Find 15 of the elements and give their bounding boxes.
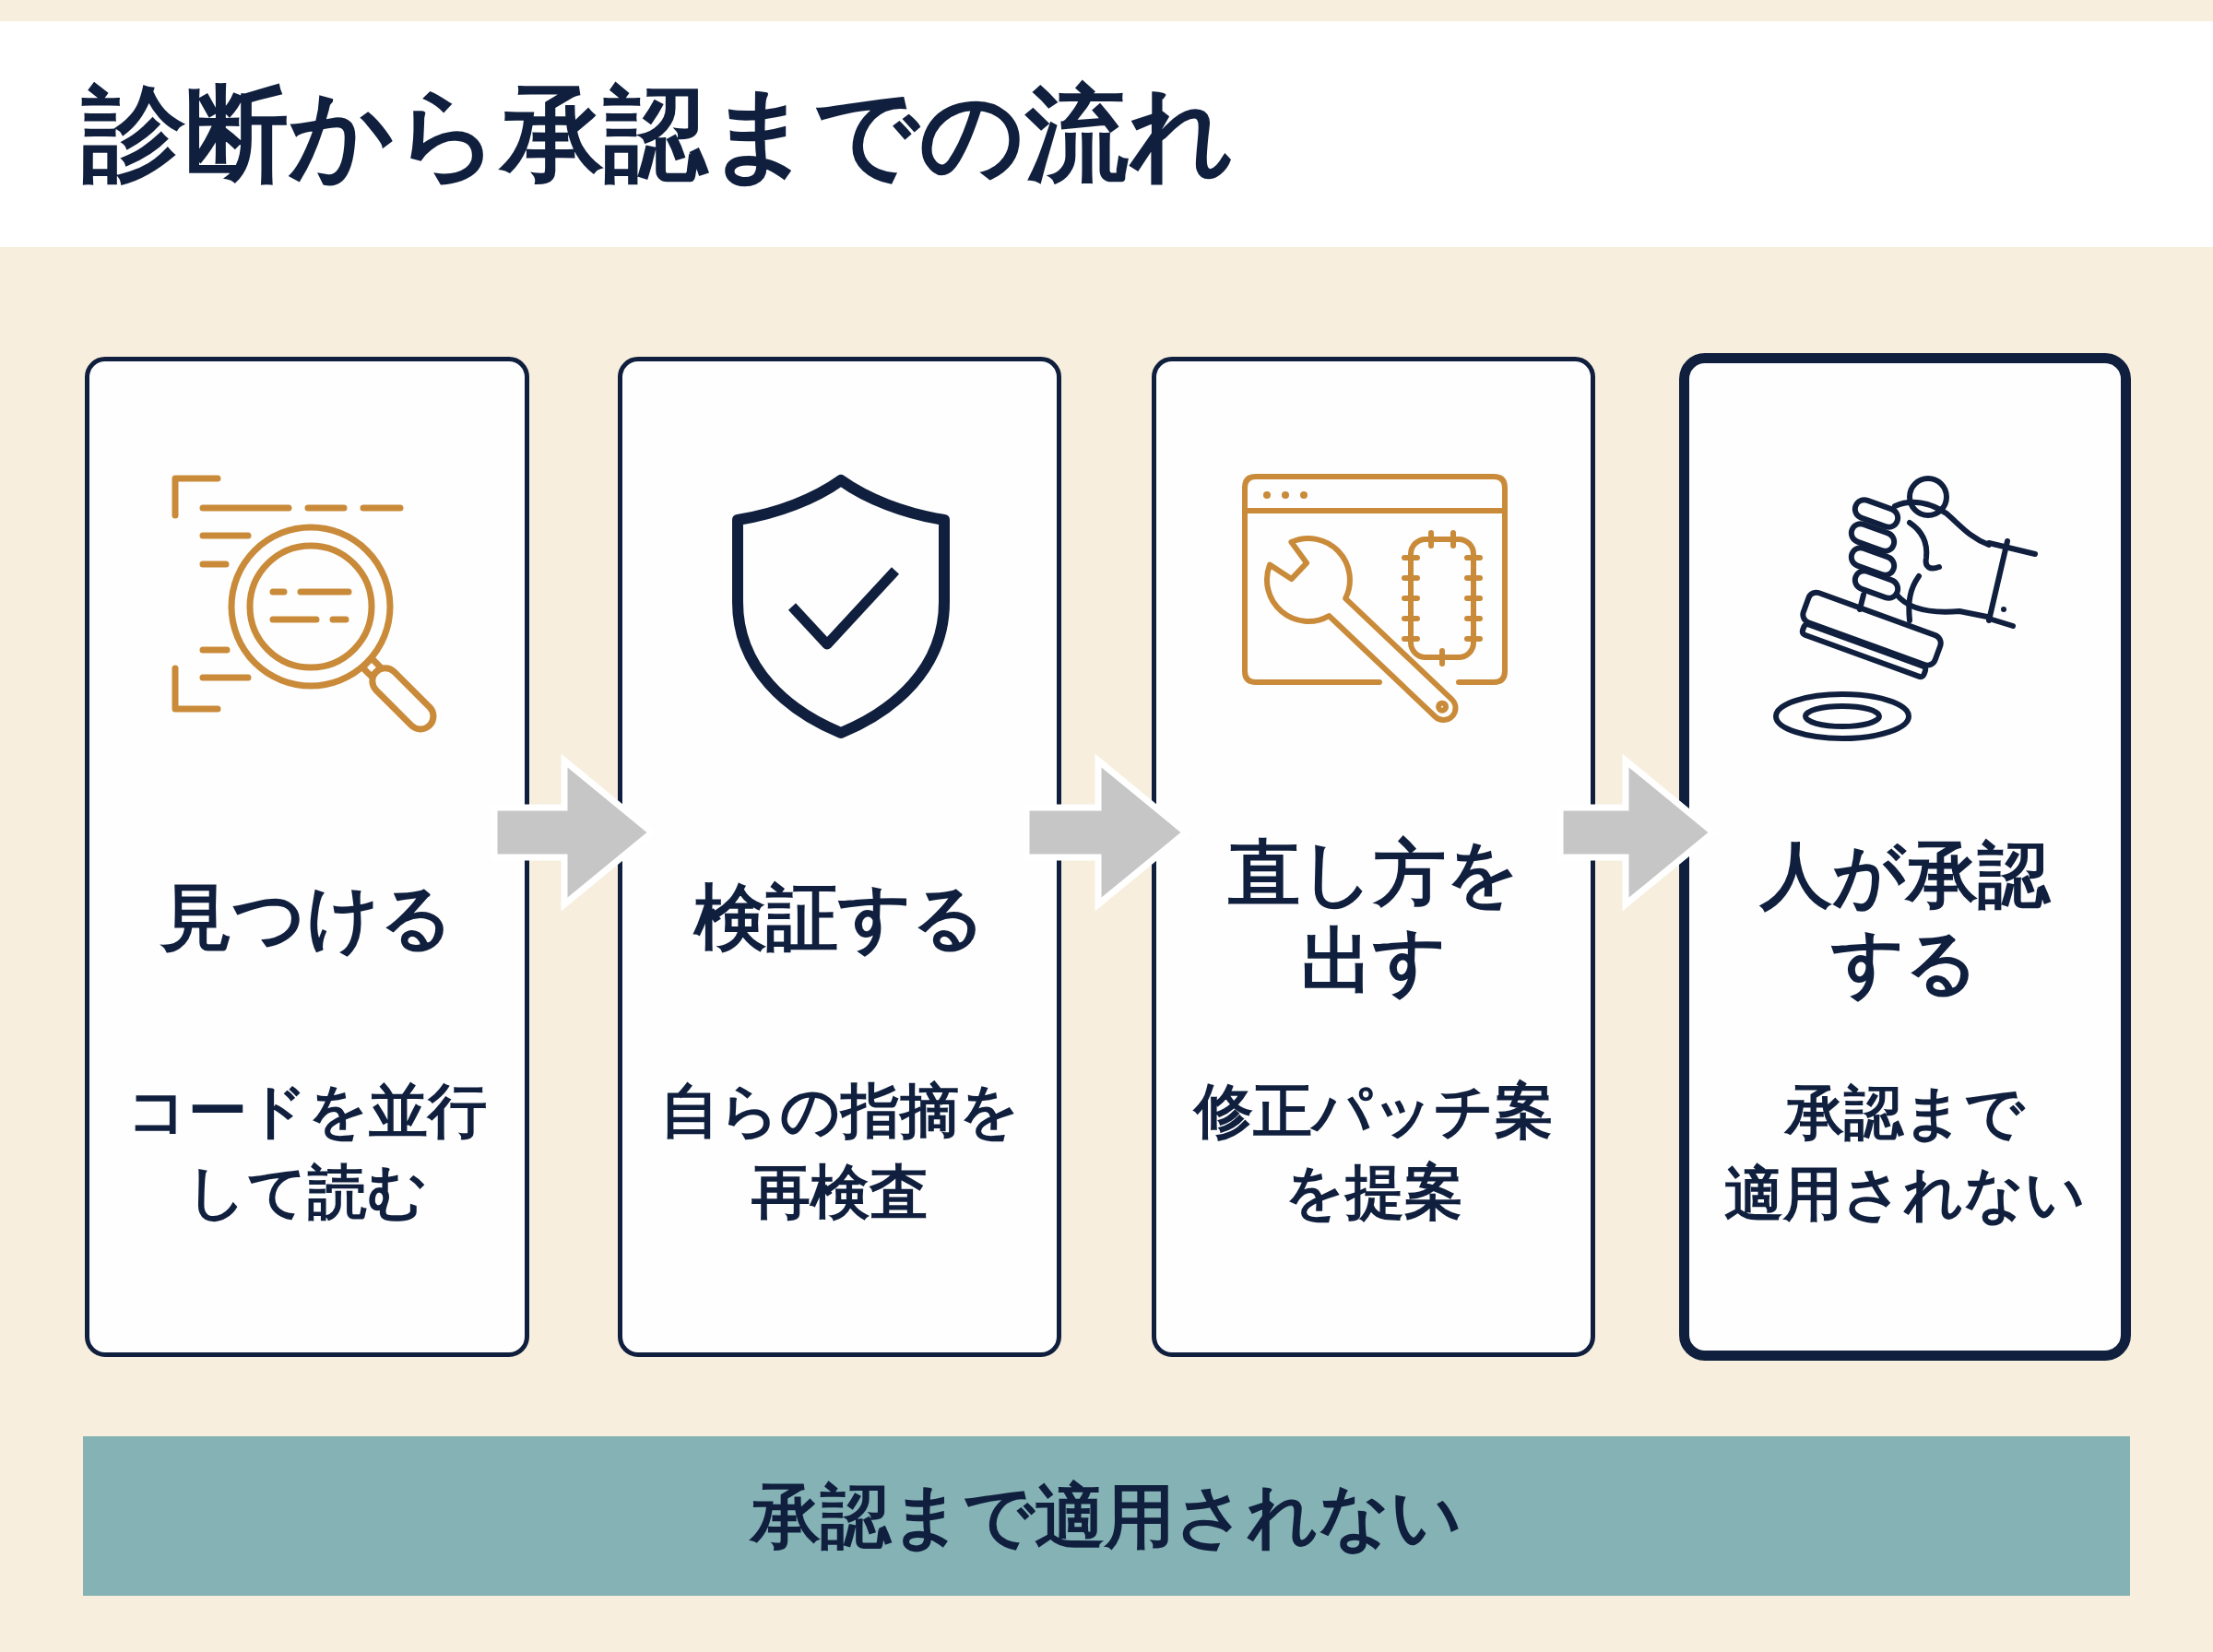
- step-title: 直し方を出す: [1227, 831, 1520, 1004]
- step-description: 承認まで適用されない: [1724, 1078, 2086, 1230]
- diagram-title: 診断から承認までの流れ: [82, 73, 1235, 196]
- step-title: 検証する: [693, 874, 986, 961]
- process-card: [85, 357, 529, 1357]
- process-card: [1152, 357, 1595, 1357]
- process-card: [618, 357, 1061, 1357]
- step-description: 修正パッチ案を提案: [1193, 1076, 1554, 1228]
- banner-text: 承認まで適用されない: [751, 1473, 1462, 1559]
- summary-banner: [83, 1436, 2130, 1596]
- step-description: 自らの指摘を再検査: [659, 1076, 1020, 1228]
- step-title: 人が承認する: [1760, 832, 2050, 1006]
- process-card: [1679, 353, 2131, 1361]
- step-title: 見つける: [160, 874, 454, 961]
- step-description: コードを並行して読む: [127, 1076, 487, 1228]
